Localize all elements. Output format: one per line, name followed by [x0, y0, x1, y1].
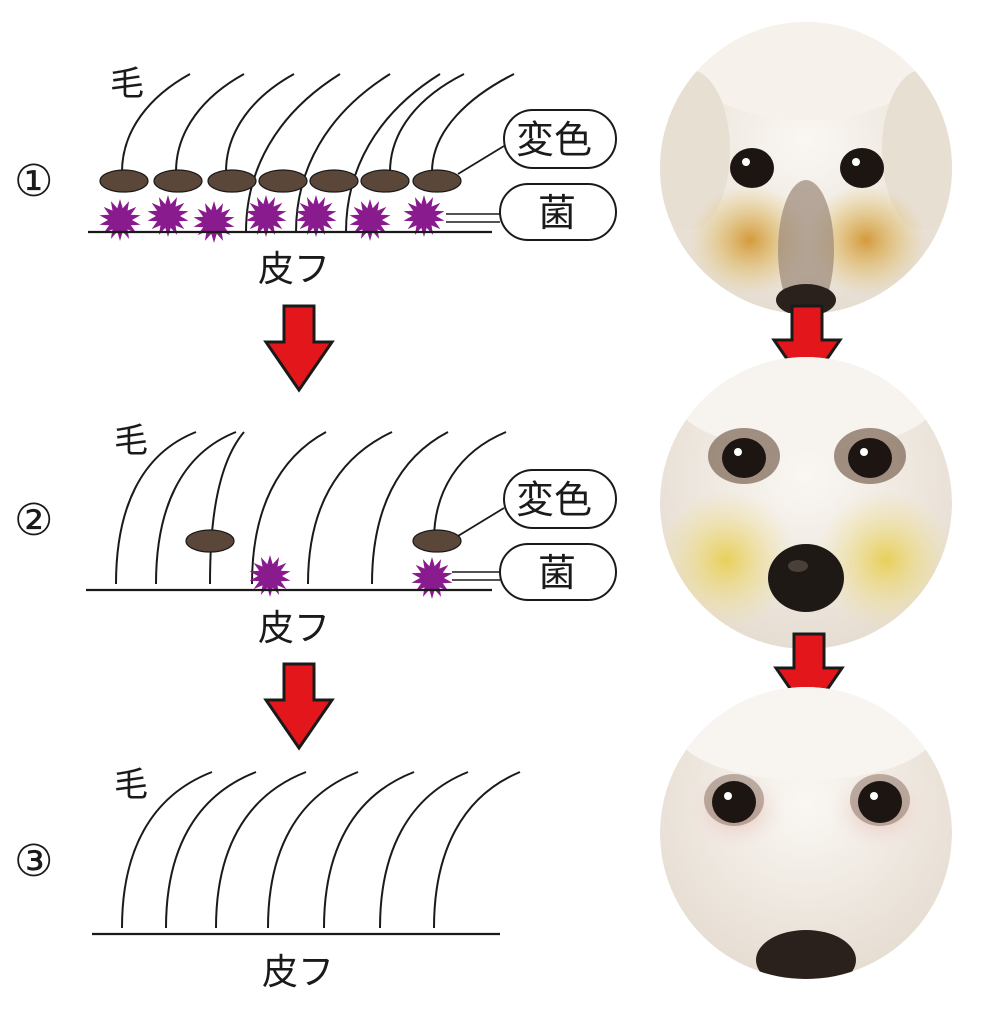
bacteria-cluster: [295, 195, 337, 237]
bacteria-cluster: [249, 555, 291, 597]
bacteria-callout-1: [499, 183, 617, 241]
discoloration-deposits-1: [99, 169, 462, 193]
bacteria-callout-2: [499, 543, 617, 601]
discolor-callout-1: [503, 109, 617, 169]
skin-label-2: 皮フ: [258, 608, 330, 649]
skin-label-1: 皮フ: [258, 249, 330, 290]
bacteria-cluster: [99, 199, 141, 241]
hair-strands-3: [121, 771, 521, 929]
hair-label-2: 毛: [114, 421, 148, 461]
step-number-3: ③: [14, 836, 53, 887]
skin-label-3: 皮フ: [262, 952, 334, 993]
hair-label-3: 毛: [114, 765, 148, 805]
hair-strands-1: [121, 73, 515, 233]
bacteria-row-2: [249, 555, 453, 599]
discoloration-deposits-2: [185, 529, 462, 553]
down-arrow-left-1: [263, 304, 335, 393]
hair-label-1: 毛: [110, 64, 144, 104]
bacteria-row-1: [99, 195, 445, 243]
step-number-1: ①: [14, 156, 53, 207]
discolor-callout-2: [503, 469, 617, 529]
hair-strands-2: [115, 431, 507, 585]
bacteria-cluster: [245, 195, 287, 237]
panel-2: ② 毛 皮フ 変色 菌: [14, 421, 617, 649]
bacteria-cluster: [147, 195, 189, 237]
panel-3: ③ 毛 皮フ: [14, 765, 521, 993]
discolor-label-2: 変色: [516, 478, 592, 522]
dog-photo-clean: [660, 687, 952, 979]
step-number-2: ②: [14, 495, 53, 546]
bacteria-cluster: [349, 199, 391, 241]
down-arrow-left-2: [263, 662, 335, 751]
dog-photo-light-stain: [660, 357, 952, 649]
dog-photo-heavy-stain: [660, 22, 952, 314]
bacteria-cluster: [403, 195, 445, 237]
bacteria-cluster: [193, 201, 235, 243]
bacteria-label-2: 菌: [538, 551, 576, 595]
discolor-label-1: 変色: [516, 118, 592, 162]
bacteria-cluster: [411, 557, 453, 599]
bacteria-label-1: 菌: [538, 191, 576, 235]
panel-1: ① 毛 皮フ 変色 菌: [14, 64, 617, 290]
